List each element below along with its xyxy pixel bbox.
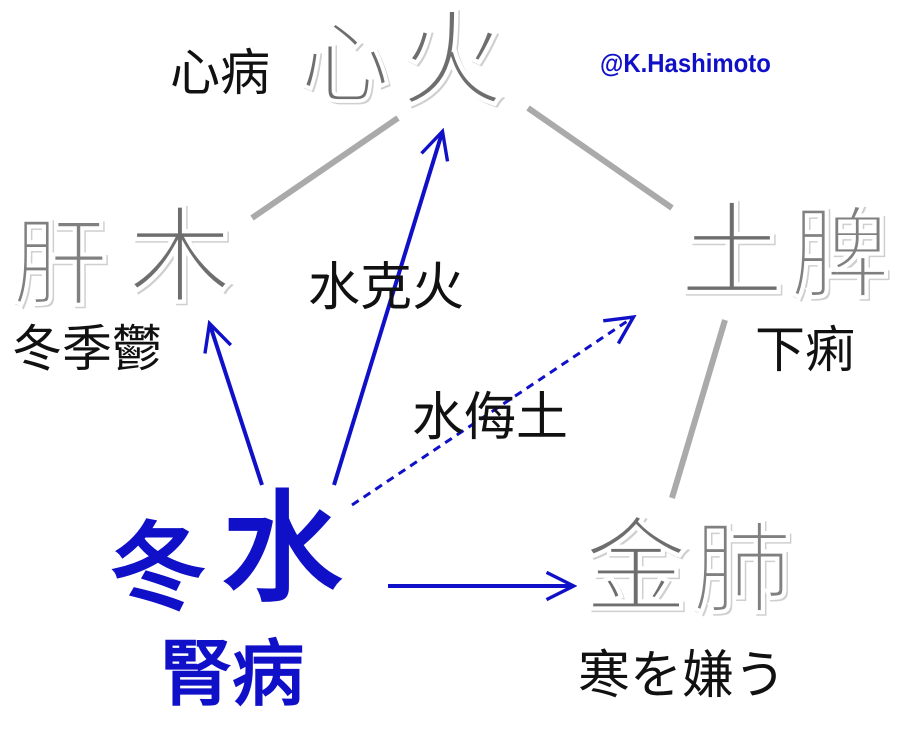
arrow-water-to-earth-dashed xyxy=(351,318,632,507)
metal-element-label: 金 xyxy=(583,506,689,628)
insults-relation-label: 水侮土 xyxy=(412,388,569,448)
cycle-line-earth-metal xyxy=(669,319,728,499)
earth-element-label: 土 xyxy=(679,191,785,313)
earth-organ-label: 脾 xyxy=(790,196,891,313)
wood-disease-label: 冬季鬱 xyxy=(12,320,162,378)
credit-text: @K.Hashimoto xyxy=(600,48,771,78)
cycle-line-fire-earth xyxy=(526,105,674,211)
metal-organ-label: 肺 xyxy=(692,511,793,628)
metal-disease-label: 寒を嫌う xyxy=(578,646,787,706)
water-season-label: 冬 xyxy=(110,512,206,624)
water-disease-label: 腎病 xyxy=(160,632,305,716)
fire-disease-label: 心病 xyxy=(170,44,270,102)
wood-element-label: 木 xyxy=(127,196,233,318)
overcomes-relation-label: 水克火 xyxy=(308,258,465,318)
earth-disease-label: 下痢 xyxy=(755,321,855,379)
fire-organ-label: 心 xyxy=(300,12,391,117)
cycle-line-wood-fire xyxy=(250,115,400,221)
arrow-water-to-wood xyxy=(210,325,264,486)
arrow-water-to-fire xyxy=(332,133,442,486)
water-element-label: 水 xyxy=(222,480,342,619)
fire-element-label: 火 xyxy=(399,0,505,121)
wood-organ-label: 肝 xyxy=(12,208,109,320)
